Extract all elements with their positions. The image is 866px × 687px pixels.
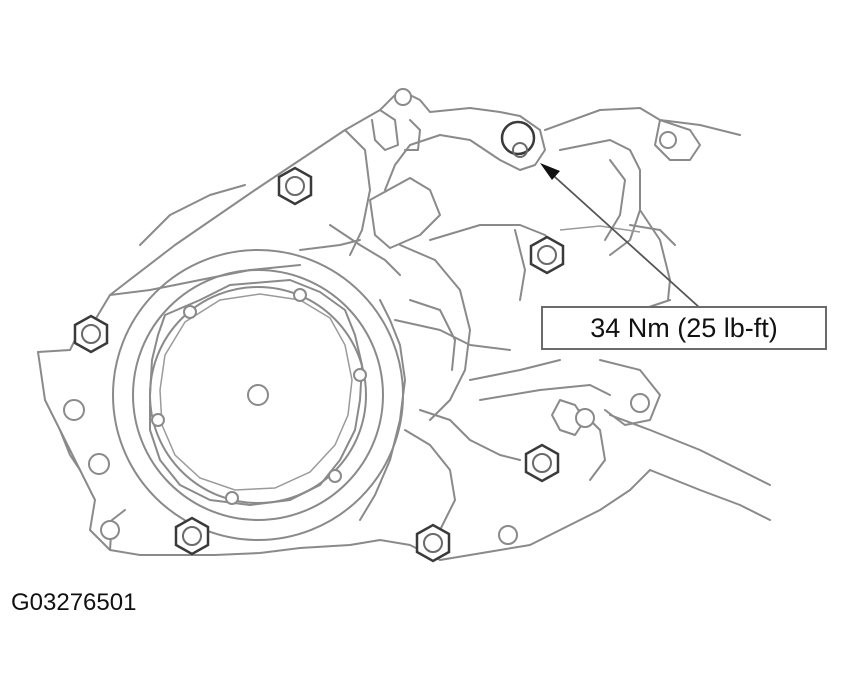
- torque-callout: 34 Nm (25 lb-ft): [541, 306, 827, 350]
- coolant-passage: [369, 177, 611, 531]
- bolt-icon: [277, 166, 313, 206]
- impeller-housing: [112, 249, 404, 541]
- bolt-icon: [73, 314, 109, 354]
- bolt-icon: [415, 523, 451, 563]
- figure-id: G03276501: [11, 589, 137, 616]
- bolt-icon: [529, 235, 565, 275]
- bolt-icon: [524, 443, 560, 483]
- leader-line: [544, 167, 701, 309]
- mounting-holes: [63, 88, 677, 545]
- arrow-icon: [540, 163, 560, 180]
- bolt-icon: [500, 120, 536, 158]
- torque-label: 34 Nm (25 lb-ft): [590, 312, 778, 343]
- bolt-icon: [174, 516, 210, 556]
